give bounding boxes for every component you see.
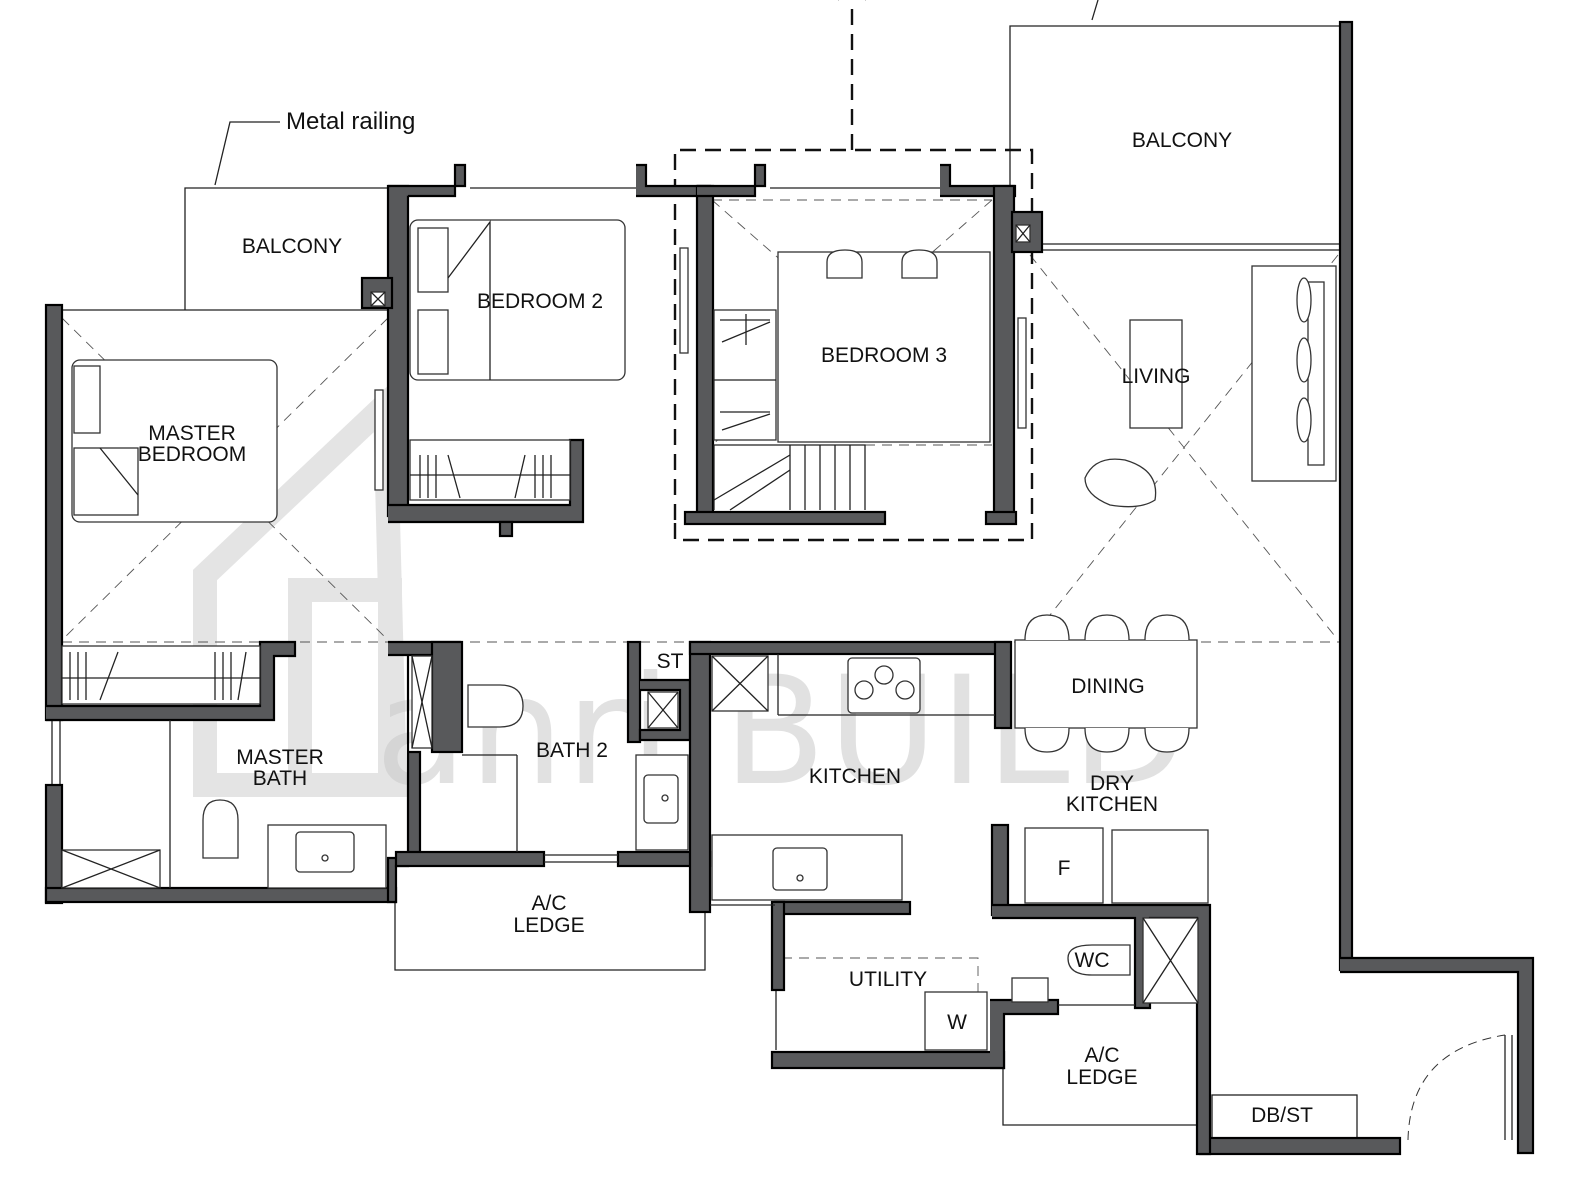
ac-ledge-right-label-line2: LEDGE xyxy=(1066,1066,1137,1089)
dining-label: DINING xyxy=(1071,675,1145,698)
bedroom2-wardrobe xyxy=(409,439,571,501)
furniture xyxy=(61,219,1513,1141)
living-label: LIVING xyxy=(1122,365,1191,388)
master-wardrobe xyxy=(61,645,261,705)
washer-label: W xyxy=(947,1011,967,1034)
balcony-right-label: BALCONY xyxy=(1132,129,1232,152)
master-bath-label-line2: BATH xyxy=(253,767,307,790)
fridge xyxy=(1024,827,1104,904)
room-labels: Metal railing BALCONY BALCONY BEDROOM 2 … xyxy=(138,108,1313,1127)
fridge-label: F xyxy=(1058,857,1071,880)
dry-kitchen-label-line2: KITCHEN xyxy=(1066,793,1158,816)
dry-kitchen-label-line1: DRY xyxy=(1090,772,1134,795)
railing-annotation: Metal railing xyxy=(286,108,415,135)
ac-ledge-left-label-line1: A/C xyxy=(531,892,566,915)
wc-label: WC xyxy=(1075,949,1110,972)
st-label: ST xyxy=(657,650,684,673)
walls xyxy=(44,20,1535,1156)
living-armchair xyxy=(1084,458,1157,508)
dbst-label: DB/ST xyxy=(1251,1104,1313,1127)
master-bedroom-label-line2: BEDROOM xyxy=(138,443,247,466)
utility-label: UTILITY xyxy=(849,968,927,991)
bath2-toilet xyxy=(467,684,524,728)
entrance-door-swing xyxy=(1407,1034,1506,1141)
bedroom3-label: BEDROOM 3 xyxy=(821,344,947,367)
ac-ledge-left-label-line2: LEDGE xyxy=(513,914,584,937)
dining-table xyxy=(1014,639,1198,729)
living-coffee-table xyxy=(1129,319,1183,429)
balcony-left-label: BALCONY xyxy=(242,235,342,258)
stairs xyxy=(713,444,866,511)
wc-basin xyxy=(1011,977,1049,1003)
ac-ledge-right-label-line1: A/C xyxy=(1084,1044,1119,1067)
bedroom2-bed xyxy=(409,219,626,381)
bedroom3-desk xyxy=(777,251,991,443)
thin-outlines xyxy=(51,0,1358,1141)
master-bedroom-label-line1: MASTER xyxy=(148,422,236,445)
bedroom2-label: BEDROOM 2 xyxy=(477,290,603,313)
master-bath-toilet xyxy=(202,799,239,859)
wc-toilet xyxy=(1067,944,1131,976)
washer xyxy=(924,991,988,1051)
master-bath-label-line1: MASTER xyxy=(236,746,324,769)
watermark-house-icon xyxy=(193,377,408,797)
bath2-label: BATH 2 xyxy=(536,739,608,762)
kitchen-label: KITCHEN xyxy=(809,765,901,788)
